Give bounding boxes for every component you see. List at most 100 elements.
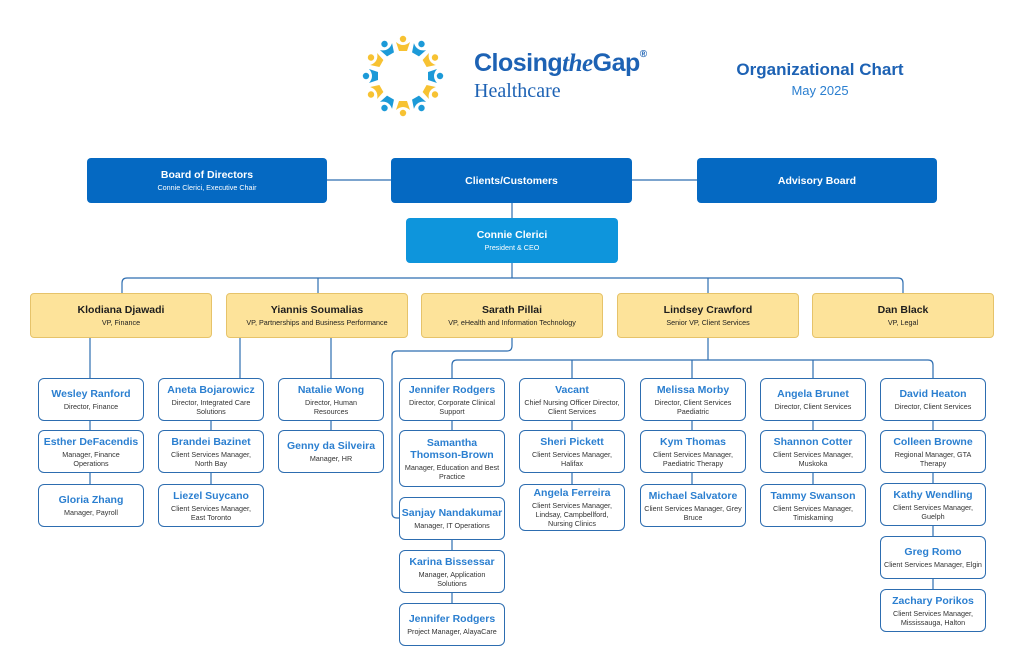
vp-name: Sarath Pillai (481, 304, 543, 316)
staff-card: Tammy Swanson Client Services Manager, T… (760, 484, 866, 527)
staff-name: Aneta Bojarowicz (167, 383, 255, 396)
company-logo-icon (362, 35, 444, 117)
staff-title: Manager, Finance Operations (62, 449, 120, 468)
staff-card: Angela Brunet Director, Client Services (760, 378, 866, 421)
staff-title: Client Services Manager, Muskoka (773, 449, 853, 468)
page-title: Organizational Chart (736, 60, 904, 79)
staff-name: David Heaton (899, 388, 967, 400)
staff-name: Tammy Swanson (770, 489, 856, 502)
staff-card: David Heaton Director, Client Services (880, 378, 986, 421)
staff-name: Sheri Pickett (540, 435, 604, 448)
brand-name: ClosingtheGap® (474, 49, 647, 77)
staff-name: Greg Romo (904, 546, 962, 558)
staff-name: Angela Ferreira (533, 487, 611, 499)
clients-customers-box: Clients/Customers (391, 158, 632, 203)
staff-title: Manager, IT Operations (414, 521, 490, 530)
staff-card: Shannon Cotter Client Services Manager, … (760, 430, 866, 473)
staff-card: Jennifer Rodgers Director, Corporate Cli… (399, 378, 505, 421)
staff-card: Natalie Wong Director, Human Resources (278, 378, 384, 421)
board-subtitle: Connie Clerici, Executive Chair (157, 183, 257, 192)
board-name: Board of Directors (160, 169, 254, 181)
logo-person-icon (362, 69, 378, 83)
ceo-name: Connie Clerici (476, 229, 548, 241)
staff-name: Jennifer Rodgers (408, 383, 496, 396)
vp-name: Klodiana Djawadi (77, 304, 165, 316)
staff-name: Angela Brunet (777, 388, 849, 400)
staff-name: Genny da Silveira (286, 440, 376, 452)
staff-name: Vacant (555, 383, 589, 396)
staff-name: Esther DeFacendis (43, 435, 139, 448)
staff-name: Kym Thomas (660, 435, 726, 448)
staff-name: Michael Salvatore (648, 489, 738, 502)
staff-title: Client Services Manager, Timiskaming (773, 503, 853, 522)
staff-title: Director, Client Services (774, 402, 852, 411)
staff-card: Colleen Browne Regional Manager, GTA The… (880, 430, 986, 473)
staff-card: Samantha Thomson-Brown Manager, Educatio… (399, 430, 505, 487)
staff-title: Client Services Manager, Mississauga, Ha… (893, 608, 973, 627)
staff-name: Natalie Wong (297, 383, 365, 396)
staff-card: Zachary Porikos Client Services Manager,… (880, 589, 986, 632)
staff-card: Vacant Chief Nursing Officer Director, C… (519, 378, 625, 421)
staff-title: Director, Client Services (894, 402, 972, 411)
staff-title: Client Services Manager, Guelph (893, 502, 973, 521)
staff-card: Genny da Silveira Manager, HR (278, 430, 384, 473)
staff-card: Gloria Zhang Manager, Payroll (38, 484, 144, 527)
staff-title: Regional Manager, GTA Therapy (894, 449, 972, 468)
brand-subtitle: Healthcare (474, 80, 561, 102)
vp-name: Dan Black (877, 304, 929, 316)
vp-title: VP, Finance (101, 318, 141, 327)
staff-card: Jennifer Rodgers Project Manager, AlayaC… (399, 603, 505, 646)
staff-card: Esther DeFacendis Manager, Finance Opera… (38, 430, 144, 473)
staff-name: Liezel Suycano (173, 489, 249, 502)
staff-title: Director, Client Services Paediatric (654, 397, 732, 416)
logo-person-icon (379, 95, 394, 112)
vp-name: Yiannis Soumalias (270, 304, 364, 316)
staff-title: Client Services Manager, East Toronto (171, 503, 251, 522)
staff-card: Wesley Ranford Director, Finance (38, 378, 144, 421)
staff-title: Director, Integrated Care Solutions (171, 397, 251, 416)
logo-person-icon (379, 40, 394, 57)
staff-title: Manager, Payroll (64, 508, 118, 517)
staff-name: Brandei Bazinet (171, 435, 251, 448)
vp-box-client-services: Lindsey Crawford Senior VP, Client Servi… (617, 293, 799, 338)
staff-card: Kym Thomas Client Services Manager, Paed… (640, 430, 746, 473)
staff-title: Manager, Education and Best Practice (404, 462, 500, 481)
staff-title: Director, Finance (63, 402, 119, 411)
staff-name: Zachary Porikos (892, 594, 974, 607)
advisory-board-box: Advisory Board (697, 158, 937, 203)
staff-title: Client Services Manager, Paediatric Ther… (653, 449, 733, 468)
board-of-directors-box: Board of Directors Connie Clerici, Execu… (87, 158, 327, 203)
staff-card: Karina Bissessar Manager, Application So… (399, 550, 505, 593)
staff-title: Manager, Application Solutions (418, 569, 486, 588)
vp-box-finance: Klodiana Djawadi VP, Finance (30, 293, 212, 338)
staff-name: Samantha Thomson-Brown (410, 436, 494, 461)
staff-name: Wesley Ranford (51, 388, 131, 400)
staff-card: Sheri Pickett Client Services Manager, H… (519, 430, 625, 473)
ceo-title: President & CEO (484, 243, 540, 252)
vp-box-legal: Dan Black VP, Legal (812, 293, 994, 338)
staff-title: Client Services Manager, Lindsay, Campbe… (532, 501, 612, 528)
staff-card: Michael Salvatore Client Services Manage… (640, 484, 746, 527)
logo-person-icon (428, 69, 444, 83)
staff-title: Client Services Manager, Elgin (884, 560, 982, 569)
logo-person-icon (412, 40, 427, 57)
staff-title: Client Services Manager, North Bay (171, 449, 251, 468)
chart-date: May 2025 (791, 83, 849, 98)
vp-title: VP, Legal (887, 318, 919, 327)
logo-person-icon (367, 52, 384, 67)
staff-title: Chief Nursing Officer Director, Client S… (524, 397, 620, 416)
staff-card: Melissa Morby Director, Client Services … (640, 378, 746, 421)
vp-title: Senior VP, Client Services (666, 318, 750, 327)
staff-name: Shannon Cotter (773, 435, 853, 448)
vp-box-ehealth: Sarath Pillai VP, eHealth and Informatio… (421, 293, 603, 338)
staff-title: Manager, HR (309, 454, 353, 463)
ceo-box: Connie Clerici President & CEO (406, 218, 618, 263)
staff-title: Client Services Manager, Halifax (532, 449, 612, 468)
vp-box-partnerships: Yiannis Soumalias VP, Partnerships and B… (226, 293, 408, 338)
staff-card: Kathy Wendling Client Services Manager, … (880, 483, 986, 526)
staff-name: Karina Bissessar (409, 555, 495, 568)
staff-card: Greg Romo Client Services Manager, Elgin (880, 536, 986, 579)
staff-title: Project Manager, AlayaCare (407, 627, 497, 636)
staff-card: Angela Ferreira Client Services Manager,… (519, 484, 625, 531)
